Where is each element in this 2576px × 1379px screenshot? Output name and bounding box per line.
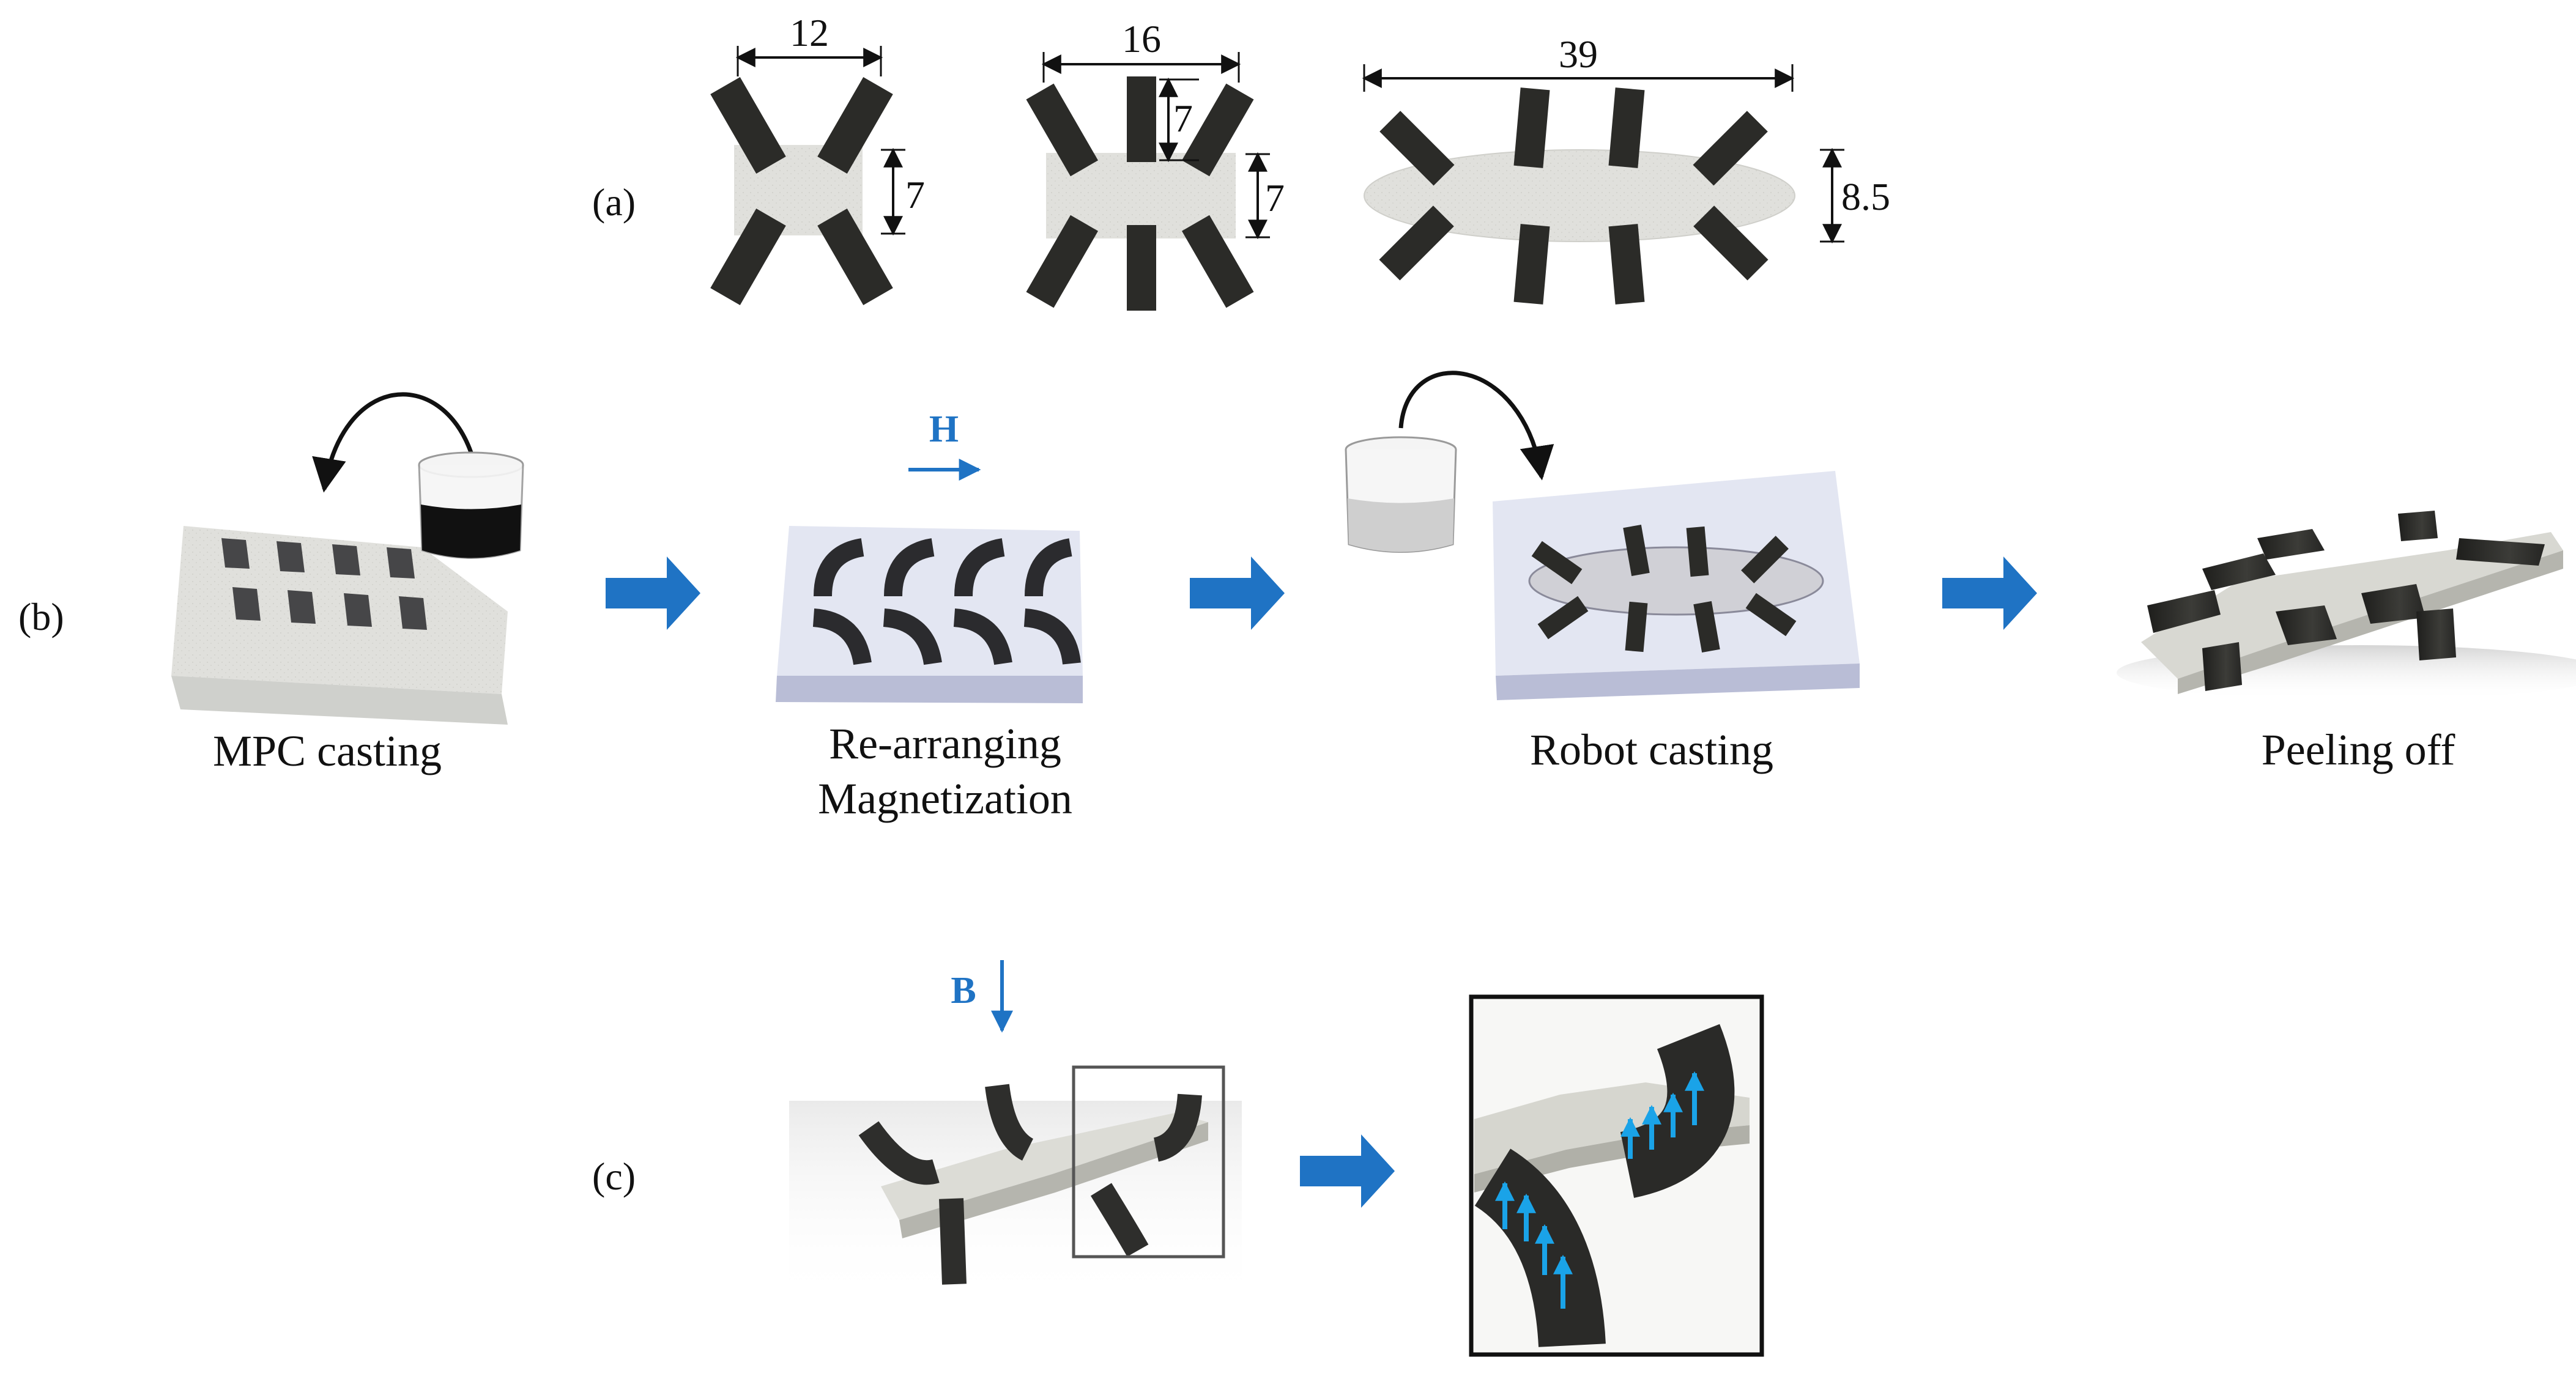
- shape3-leg: [1379, 205, 1454, 281]
- peeling-off-caption: Peeling off: [2262, 725, 2455, 774]
- rearranging-magnetization-illustration: H: [776, 409, 1083, 703]
- shape3-leg: [1608, 87, 1645, 168]
- shape2-leg: [1181, 215, 1254, 308]
- process-arrow: [1300, 1134, 1395, 1208]
- shape3-leg: [1693, 205, 1769, 281]
- shape3-height-label: 8.5: [1841, 175, 1890, 218]
- shape2-leg: [1127, 76, 1156, 162]
- robot-body-top: [881, 1113, 1208, 1220]
- zoom-box: [1072, 1065, 1225, 1259]
- shape2-diagram: 16 7 7: [1026, 17, 1285, 311]
- shape2-leg: [1127, 225, 1156, 311]
- shape3-leg: [1513, 87, 1550, 168]
- panel-b-label: (b): [18, 595, 64, 638]
- process-arrow: [1190, 556, 1285, 630]
- shape3-leg: [1513, 224, 1550, 305]
- zoomed-inset: [1469, 994, 1764, 1357]
- shape3-body: [1364, 149, 1795, 242]
- peeled-robot-illustration: [2117, 511, 2576, 700]
- curved-segments: [812, 538, 1081, 665]
- panel-a-label: (a): [592, 180, 636, 224]
- shape3-diagram: 39 8.5: [1362, 32, 1890, 305]
- shape3-leg: [1379, 111, 1455, 186]
- robot-mold-side: [1496, 664, 1860, 700]
- robot-body-top: [2141, 532, 2563, 679]
- rearranging-caption-line1: Re-arranging: [829, 719, 1061, 768]
- shape2-height-label: 7: [1265, 176, 1285, 220]
- beaker-light-liquid: [1348, 498, 1454, 552]
- shape2-leg: [1026, 215, 1099, 308]
- shape1-leg: [710, 209, 786, 305]
- robot-casting-illustration: [1345, 371, 1860, 700]
- rearranging-caption-line2: Magnetization: [818, 774, 1072, 823]
- beaker-dark-liquid: [421, 505, 521, 558]
- pour-arrow: [312, 392, 473, 493]
- shape2-leg: [1181, 83, 1254, 177]
- robot-legs: [2147, 511, 2545, 691]
- shape3-width-label: 39: [1559, 32, 1598, 76]
- actuated-robot-illustration: [789, 1065, 1242, 1303]
- shape3-leg: [1608, 224, 1645, 305]
- shape1-leg: [817, 77, 893, 174]
- mold-side: [171, 676, 508, 725]
- robot-body-side: [899, 1122, 1208, 1238]
- shape1-diagram: 12 7: [710, 11, 925, 305]
- b-field-label: B: [951, 970, 976, 1011]
- panel-c-label: (c): [592, 1155, 636, 1198]
- shape1-height-label: 7: [905, 173, 925, 216]
- shape1-leg: [817, 209, 893, 305]
- pour-arrow: [1398, 371, 1554, 481]
- robot-casting-caption: Robot casting: [1530, 725, 1773, 774]
- shape1-width-label: 12: [790, 11, 829, 54]
- process-arrow: [1942, 556, 2037, 630]
- magnetization-arrows: [1495, 1071, 1704, 1309]
- robot-mold-legs: [1531, 525, 1797, 653]
- curved-legs: [858, 1084, 1202, 1285]
- process-arrow: [606, 556, 700, 630]
- mpc-casting-illustration: [171, 392, 524, 725]
- shape2-leg: [1026, 83, 1099, 177]
- mpc-casting-caption: MPC casting: [213, 726, 442, 775]
- shape3-leg: [1693, 111, 1768, 186]
- mold-cavities: [221, 538, 427, 630]
- magnet-mold-side: [776, 676, 1083, 703]
- h-field-label: H: [929, 409, 959, 450]
- shape2-width-label: 16: [1122, 17, 1161, 61]
- shape2-leg-label: 7: [1173, 97, 1193, 140]
- mold-top: [171, 526, 508, 694]
- shape1-leg: [710, 77, 786, 174]
